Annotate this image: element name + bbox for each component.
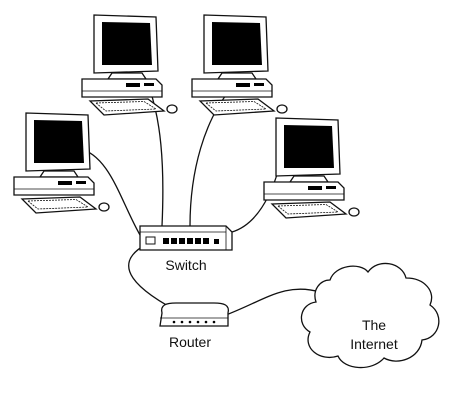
cloud-icon [300,262,440,369]
computer-icon [191,14,288,116]
computer-icon [13,112,110,214]
computer-icon [81,14,178,116]
switch-label: Switch [165,257,206,273]
internet-label-line2: Internet [350,336,398,352]
router-label: Router [169,334,211,350]
computer-icon [263,117,360,219]
router-icon [159,302,230,327]
cable-router-internet [225,288,321,316]
internet-label-line1: The [362,317,386,333]
cable-computer-1 [149,89,164,227]
switch-icon [139,225,233,251]
